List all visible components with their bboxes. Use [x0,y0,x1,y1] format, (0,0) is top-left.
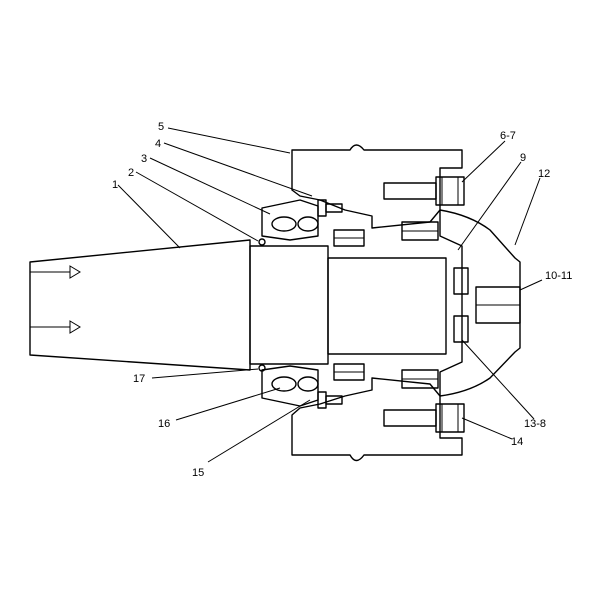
seal-group-bottom [261,365,343,409]
callout-15: 15 [192,467,204,479]
callout-10-11: 10-11 [545,270,572,282]
hub-bolt-top [383,176,465,206]
hub-casting [291,144,463,462]
hub-bolt-bottom [383,403,465,433]
bearing-outer-bottom [401,369,439,389]
callout-labels: 1 2 3 4 5 6-7 9 12 10-11 17 16 15 13-8 1… [112,121,572,479]
seal-group-top [261,199,343,241]
leader-lines [117,127,543,463]
callout-13-8: 13-8 [524,418,546,430]
spindle-shaft [29,239,447,371]
callout-3: 3 [141,153,147,165]
bearing-outer-top [401,221,439,241]
o-ring-bottom [258,364,266,372]
o-ring-top [258,238,266,246]
callout-17: 17 [133,373,145,385]
callout-1: 1 [112,179,118,191]
end-plate-bolts [453,267,469,343]
cover-plate [439,209,521,397]
callout-16: 16 [158,418,170,430]
callout-6-7: 6-7 [500,130,516,142]
callout-5: 5 [158,121,164,133]
callout-2: 2 [128,167,134,179]
callout-9: 9 [520,152,526,164]
callout-12: 12 [538,168,550,180]
bearing-inner-top [333,229,365,247]
bearing-inner-bottom [333,363,365,381]
callout-4: 4 [155,138,161,150]
callout-14: 14 [511,436,523,448]
